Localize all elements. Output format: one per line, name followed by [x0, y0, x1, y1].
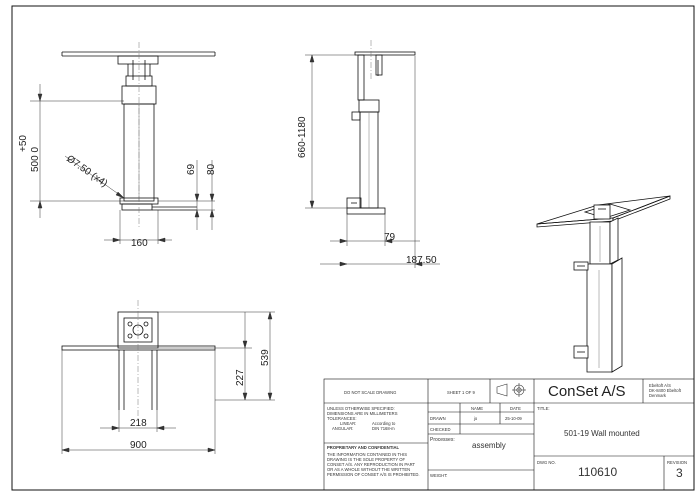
angular-value: DIN 7168-m	[372, 426, 395, 431]
checked-label: CHECKED	[430, 427, 450, 432]
title-block	[323, 378, 695, 491]
drawn-date: 25-10-09	[505, 416, 522, 421]
tolerances-label: TOLERANCES:	[327, 416, 356, 421]
front-view-dimensions	[30, 84, 215, 244]
address-line-3: Denmark	[649, 393, 667, 398]
dimensions-unit: DIMENSIONS ARE IN MILLIMETERS	[327, 411, 398, 416]
front-view	[61, 42, 216, 228]
revision-label: REVISION	[667, 460, 687, 465]
address-line-2: DK-8400 Ebeltoft	[649, 388, 682, 393]
top-dim-218: 218	[130, 418, 147, 429]
address-line-1: Ebeltoft A/S	[649, 383, 671, 388]
do-not-scale: DO NOT SCALE DRAWING	[344, 390, 396, 395]
side-dim-187: 187.50	[406, 255, 437, 266]
processes-value: assembly	[472, 441, 506, 450]
front-dim-80: 80	[206, 163, 217, 175]
processes-label: Processes:	[430, 437, 455, 443]
date-header: DATE	[510, 406, 521, 411]
unless-specified: UNLESS OTHERWISE SPECIFIED:	[327, 406, 395, 411]
hole-callout: Ø7.50 (x4)	[64, 153, 109, 189]
dwg-number: 110610	[578, 465, 617, 479]
drawn-label: DRAWN	[430, 416, 446, 421]
angular-label: ANGULAR:	[332, 426, 353, 431]
projection-symbol	[496, 383, 526, 397]
side-dim-79: 79	[384, 232, 396, 243]
side-view	[346, 40, 416, 215]
drawing-title: 501-19 Wall mounted	[564, 429, 640, 438]
proprietary-line-5: PERMISSION OF CONSET A/S IS PROHIBITED.	[327, 472, 420, 477]
proprietary-line-2: DRAWING IS THE SOLE PROPERTY OF	[327, 457, 405, 462]
top-view-dimensions	[61, 311, 275, 454]
weight-label: WEIGHT:	[430, 473, 447, 478]
proprietary-line-4: OR AS A WHOLE WITHOUT THE WRITTEN	[327, 467, 410, 472]
front-height-dim-bottom: 500 0	[30, 147, 41, 172]
top-dim-539: 539	[260, 349, 271, 366]
sheet-number: SHEET 1 OF 9	[447, 390, 476, 395]
dwg-label: DWG NO.	[537, 460, 556, 465]
front-dim-69: 69	[186, 163, 197, 175]
proprietary-title: PROPRIETARY AND CONFIDENTIAL	[327, 445, 400, 450]
name-header: NAME	[471, 406, 483, 411]
top-dim-900: 900	[130, 440, 147, 451]
proprietary-line-3: CONSET A/S. ANY REPRODUCTION IN PART	[327, 462, 416, 467]
title-label: TITLE:	[537, 406, 550, 411]
proprietary-line-1: THE INFORMATION CONTAINED IN THIS	[327, 452, 407, 457]
top-view	[61, 300, 216, 420]
side-view-dimensions	[305, 54, 440, 268]
top-dim-227: 227	[235, 369, 246, 386]
front-height-dim-top: +50	[18, 135, 29, 152]
side-height-range: 660-1180	[297, 116, 308, 158]
company-name: ConSet A/S	[548, 383, 626, 400]
linear-value: According to	[372, 421, 396, 426]
drawn-name: jo	[473, 416, 478, 421]
revision-value: 3	[676, 466, 683, 480]
linear-label: LINEAR:	[340, 421, 356, 426]
isometric-view	[536, 195, 671, 373]
front-dim-160: 160	[131, 238, 148, 249]
